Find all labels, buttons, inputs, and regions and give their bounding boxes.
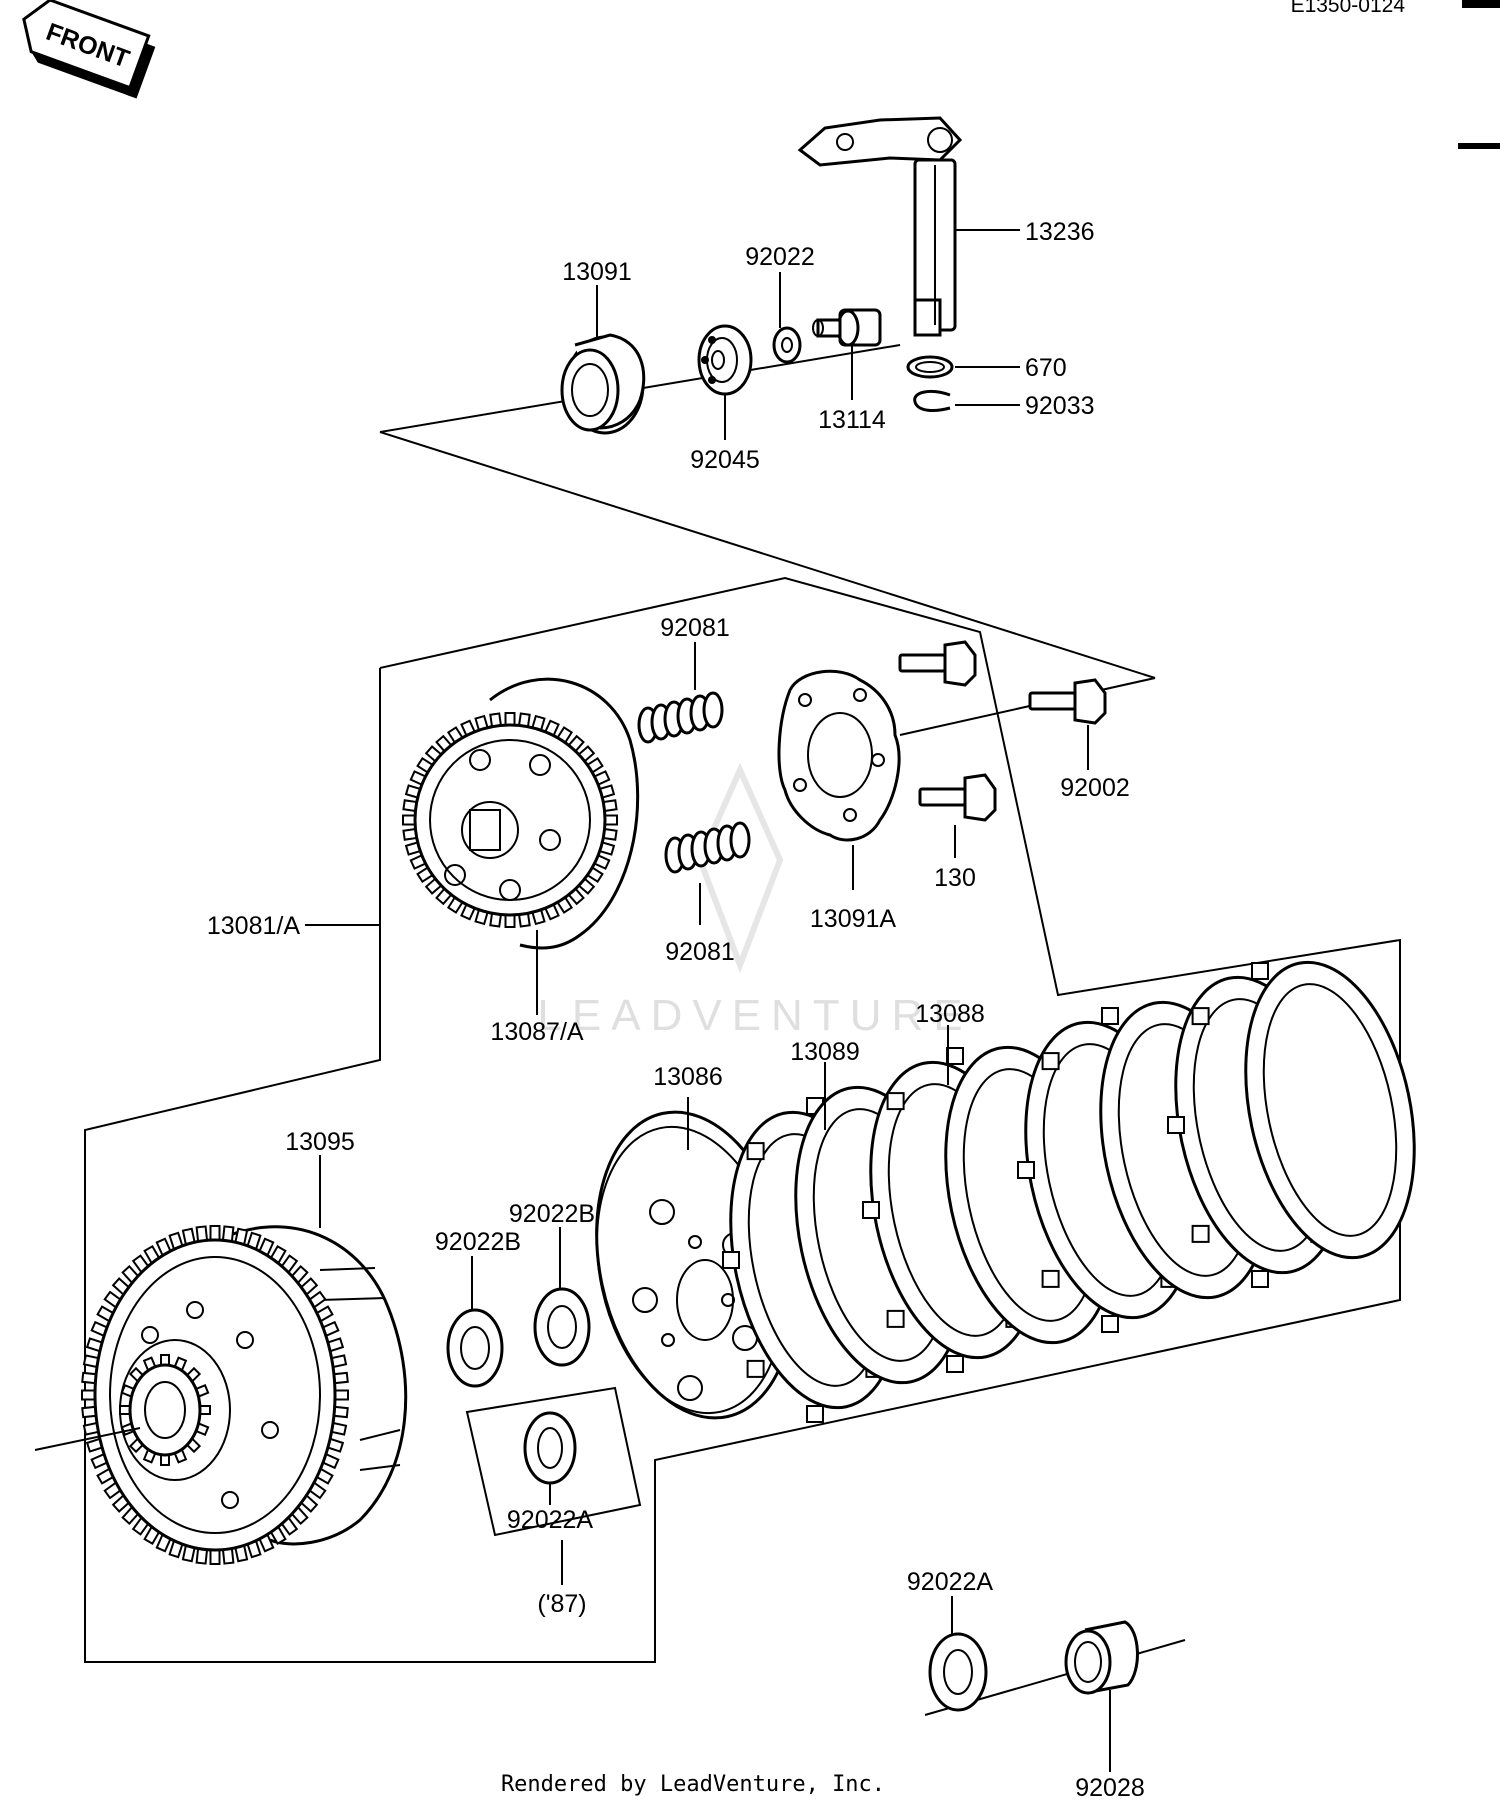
clutch-plates-stack — [722, 960, 1416, 1423]
push-piece-13114 — [812, 308, 882, 347]
circlip-92033 — [913, 390, 951, 412]
label-92045: 92045 — [690, 446, 760, 474]
label-13091: 13091 — [562, 258, 632, 286]
collar-92028 — [1064, 1620, 1139, 1695]
thrust-washer-92022A-87 — [523, 1411, 577, 1485]
label-92002: 92002 — [1060, 774, 1130, 802]
label-92081-top: 92081 — [660, 614, 730, 642]
top-group-pointer-lower — [899, 677, 1156, 736]
label-13087A: 13087/A — [490, 1018, 583, 1046]
clutch-housing-13095 — [81, 1225, 408, 1565]
pusher-cup-13091 — [560, 333, 646, 435]
label-92022A-box: 92022A — [507, 1506, 594, 1534]
label-13236: 13236 — [1025, 218, 1095, 246]
label-13088: 13088 — [915, 1000, 985, 1028]
front-direction-badge: FRONT — [22, 0, 156, 99]
label-13091A: 13091A — [810, 905, 897, 933]
label-92081-bottom: 92081 — [665, 938, 735, 966]
watermark-text: LEADVENTURE — [537, 991, 972, 1040]
model-year-87-box — [465, 1386, 642, 1537]
label-13081A: 13081/A — [207, 912, 300, 940]
label-13095: 13095 — [285, 1128, 355, 1156]
bolt-92002 — [1028, 678, 1107, 725]
washer-92022 — [772, 326, 802, 364]
label-87-note: ('87) — [537, 1590, 586, 1618]
label-13086: 13086 — [653, 1063, 723, 1091]
clutch-spring-92081-upper — [637, 691, 724, 744]
clutch-spring-92081-lower — [664, 821, 751, 874]
label-13089: 13089 — [790, 1038, 860, 1066]
ball-bearing-92045 — [697, 324, 753, 396]
bolt-130-lower — [918, 773, 997, 822]
bolt-130-upper — [898, 640, 977, 687]
housing-axis-line — [34, 1427, 141, 1451]
spring-plate-13091A — [777, 669, 901, 842]
thrust-washer-92022A-lower — [928, 1632, 988, 1712]
thrust-washer-92022B-right — [533, 1287, 591, 1367]
diagram-code: E1350-0124 — [1291, 0, 1406, 17]
clutch-assembly-outline — [84, 576, 1401, 1663]
label-130: 130 — [934, 864, 976, 892]
corner-marks — [1458, 0, 1500, 149]
label-13114: 13114 — [818, 406, 886, 434]
o-ring-670 — [906, 355, 954, 379]
label-92033: 92033 — [1025, 392, 1095, 420]
label-92022B-left: 92022B — [435, 1228, 521, 1256]
leadventure-credit: Rendered by LeadVenture, Inc. — [501, 1772, 885, 1797]
label-92022B-right: 92022B — [509, 1200, 595, 1228]
release-shaft-13236 — [797, 116, 963, 337]
label-670: 670 — [1025, 354, 1067, 382]
label-92028: 92028 — [1075, 1774, 1145, 1801]
thrust-washer-92022B-left — [446, 1308, 504, 1388]
label-92022: 92022 — [745, 243, 815, 271]
label-92022A-lower: 92022A — [907, 1568, 994, 1596]
top-group-pointer-upper — [379, 431, 1156, 679]
clutch-hub-13087A — [402, 677, 640, 950]
